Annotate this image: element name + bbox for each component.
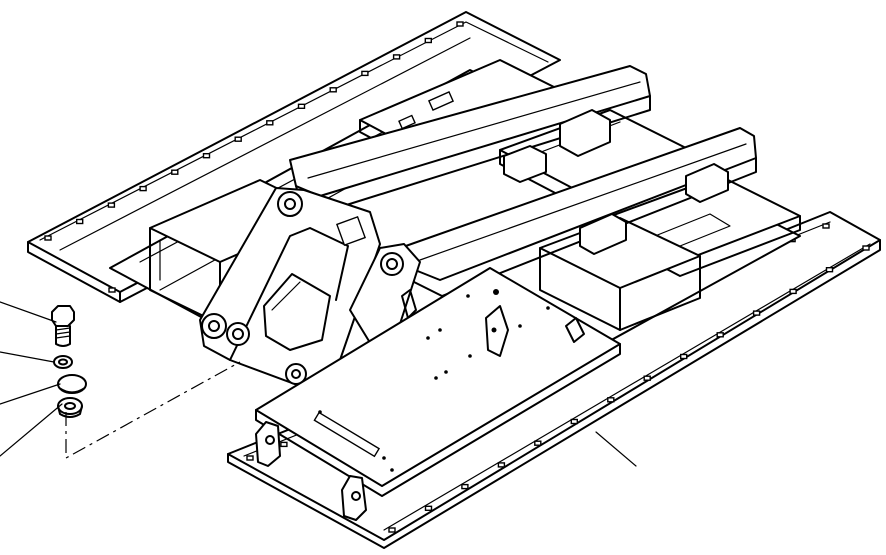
cover-hole xyxy=(468,354,472,358)
lock-washer xyxy=(53,355,73,369)
bolt-hole xyxy=(388,527,396,533)
cover-hole xyxy=(444,370,448,374)
bolt-hole xyxy=(329,87,337,93)
rail-brackets xyxy=(503,109,729,255)
bolt-hole xyxy=(822,223,830,229)
bolt-hole xyxy=(497,462,506,468)
boom-cylinder-bracket xyxy=(349,243,421,347)
assembly-centerline xyxy=(65,361,241,460)
cover-hinge-left xyxy=(255,421,281,467)
leader-lines xyxy=(0,301,637,467)
bolt-hole xyxy=(108,287,116,293)
bolt-hole xyxy=(44,235,52,241)
bolt-hole xyxy=(716,332,724,338)
cover-hole xyxy=(426,336,430,340)
bolt-hole xyxy=(461,483,469,490)
bolt xyxy=(51,305,75,347)
cover-hole xyxy=(382,456,386,460)
bolt-hole xyxy=(534,440,542,446)
left-deck-plate xyxy=(27,11,561,303)
cover-hole xyxy=(466,294,470,298)
bolt-hole xyxy=(202,152,211,159)
bolt-hole xyxy=(234,136,242,142)
bolt-hole xyxy=(424,37,432,44)
bolt-hole xyxy=(297,103,306,110)
cover-hole xyxy=(518,324,522,328)
cover-hole xyxy=(546,306,550,310)
bolt-hole xyxy=(280,441,288,448)
bolt-hole xyxy=(862,245,870,251)
cover-hinge-right xyxy=(341,475,367,521)
bolt-hole xyxy=(456,21,464,27)
bolt-hole xyxy=(75,218,84,225)
bolt-hole xyxy=(680,353,688,360)
cover-hole xyxy=(438,328,442,332)
cover-hole xyxy=(390,468,394,472)
bolt-hole xyxy=(570,418,578,425)
bolt-hole xyxy=(424,505,433,511)
bolt-hole xyxy=(139,185,147,192)
bolt-hole xyxy=(789,288,797,295)
bolt-hole xyxy=(171,169,179,175)
deck-cover-holes xyxy=(318,294,550,472)
bolt-hole xyxy=(825,267,834,273)
bolt-hole xyxy=(107,202,116,208)
cover-hole xyxy=(434,376,438,380)
bolt-hole xyxy=(752,310,761,316)
bolt-hole xyxy=(607,397,615,403)
left-deck-bolt-holes xyxy=(44,21,464,293)
bolt-hole xyxy=(266,120,274,126)
bolt-hole xyxy=(246,455,254,461)
cover-hole xyxy=(318,410,322,414)
bolt-hole xyxy=(643,375,651,381)
spacer xyxy=(57,397,83,418)
bolt-hole xyxy=(361,70,369,77)
bolt-hole xyxy=(392,54,401,60)
deck-cover-plate xyxy=(255,267,621,497)
boom-mount-bracket xyxy=(199,187,381,387)
flat-washer xyxy=(57,374,87,394)
